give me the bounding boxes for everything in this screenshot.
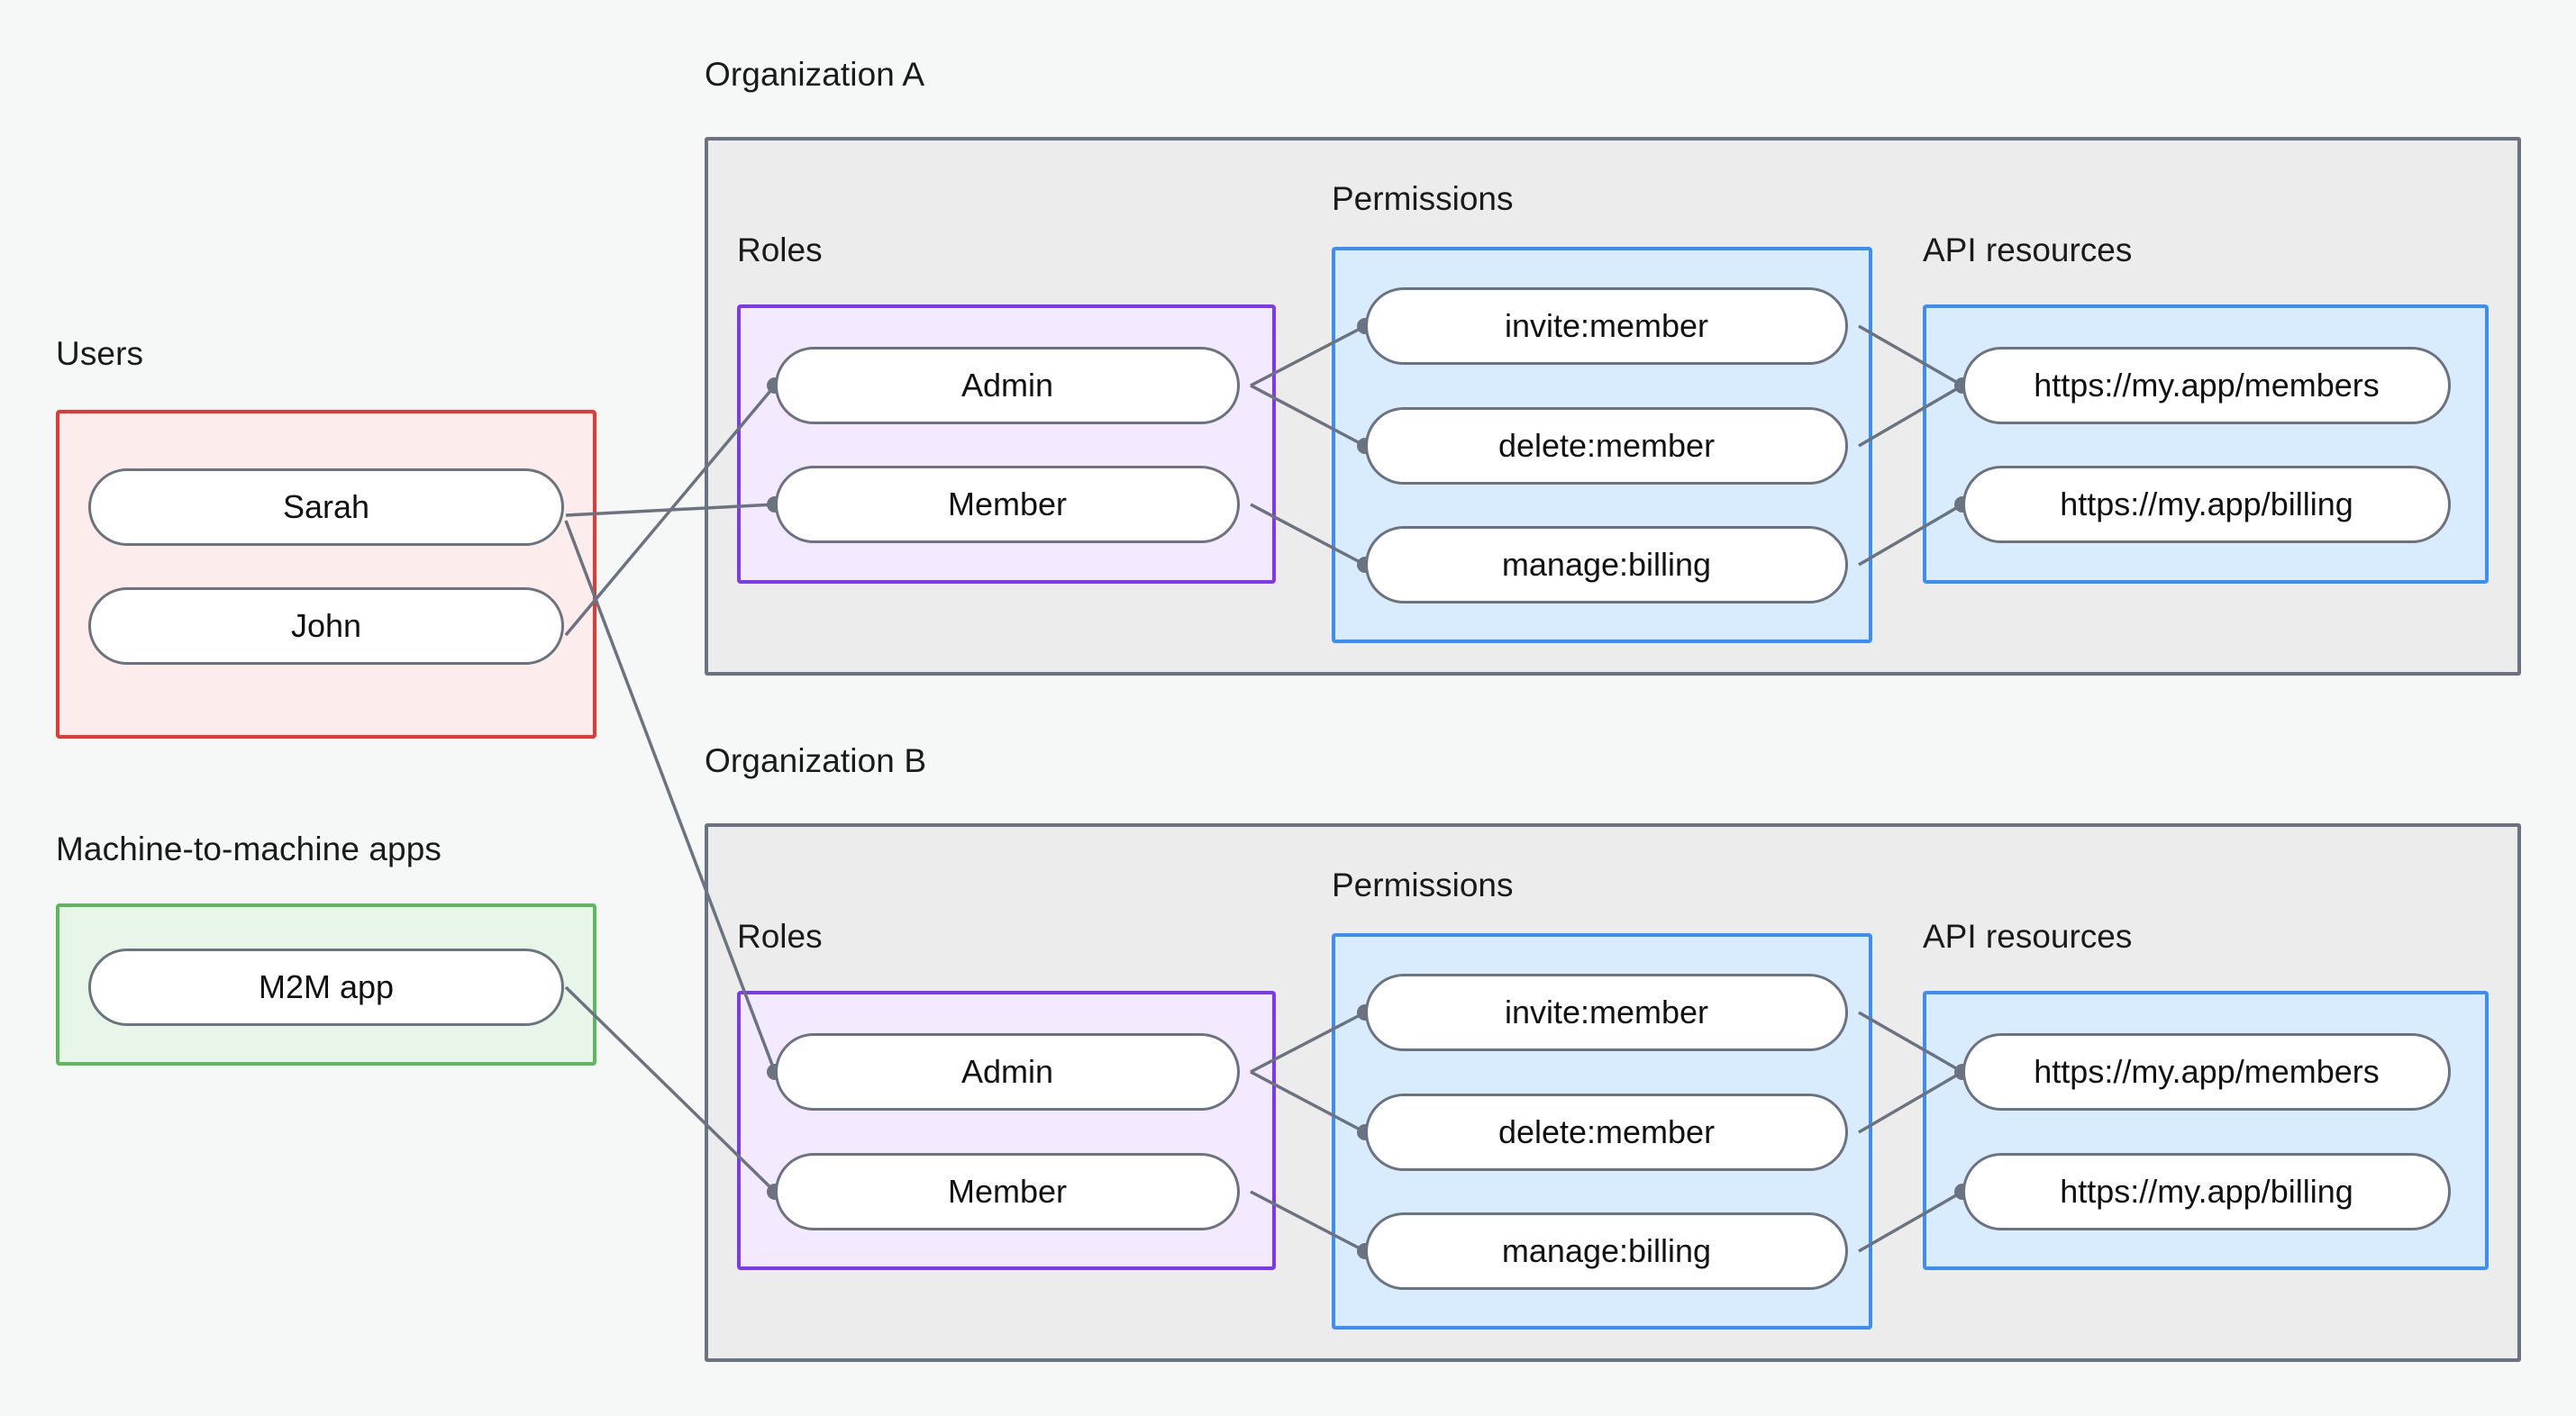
users-container [56,410,596,739]
orgB-role-pill-member[interactable]: Member [775,1153,1240,1230]
orgA-permission-pill-invite-member[interactable]: invite:member [1365,287,1848,365]
orgB-api-pill-billing[interactable]: https://my.app/billing [1962,1153,2451,1230]
orgA-role-pill-member[interactable]: Member [775,466,1240,543]
m2m-pill-app[interactable]: M2M app [88,949,564,1026]
orgA-api-pill-billing[interactable]: https://my.app/billing [1962,466,2451,543]
organization-a-label: Organization A [705,56,925,93]
orgB-role-pill-admin[interactable]: Admin [775,1033,1240,1111]
organization-b-label: Organization B [705,742,927,779]
orgA-api-resources-label: API resources [1923,231,2133,268]
orgB-permission-pill-delete-member[interactable]: delete:member [1365,1094,1848,1171]
orgA-roles-label: Roles [737,231,823,268]
orgA-permission-pill-delete-member[interactable]: delete:member [1365,407,1848,485]
m2m-group-label: Machine-to-machine apps [56,831,442,867]
orgA-api-pill-members[interactable]: https://my.app/members [1962,347,2451,424]
orgB-permission-pill-manage-billing[interactable]: manage:billing [1365,1212,1848,1290]
orgA-role-pill-admin[interactable]: Admin [775,347,1240,424]
user-pill-sarah[interactable]: Sarah [88,468,564,546]
orgB-api-pill-members[interactable]: https://my.app/members [1962,1033,2451,1111]
user-pill-john[interactable]: John [88,587,564,665]
orgB-permission-pill-invite-member[interactable]: invite:member [1365,974,1848,1051]
orgB-permissions-label: Permissions [1332,867,1514,903]
orgA-permissions-label: Permissions [1332,180,1514,217]
orgA-permission-pill-manage-billing[interactable]: manage:billing [1365,526,1848,604]
users-group-label: Users [56,335,144,372]
orgB-api-resources-label: API resources [1923,918,2133,955]
orgB-roles-label: Roles [737,918,823,955]
